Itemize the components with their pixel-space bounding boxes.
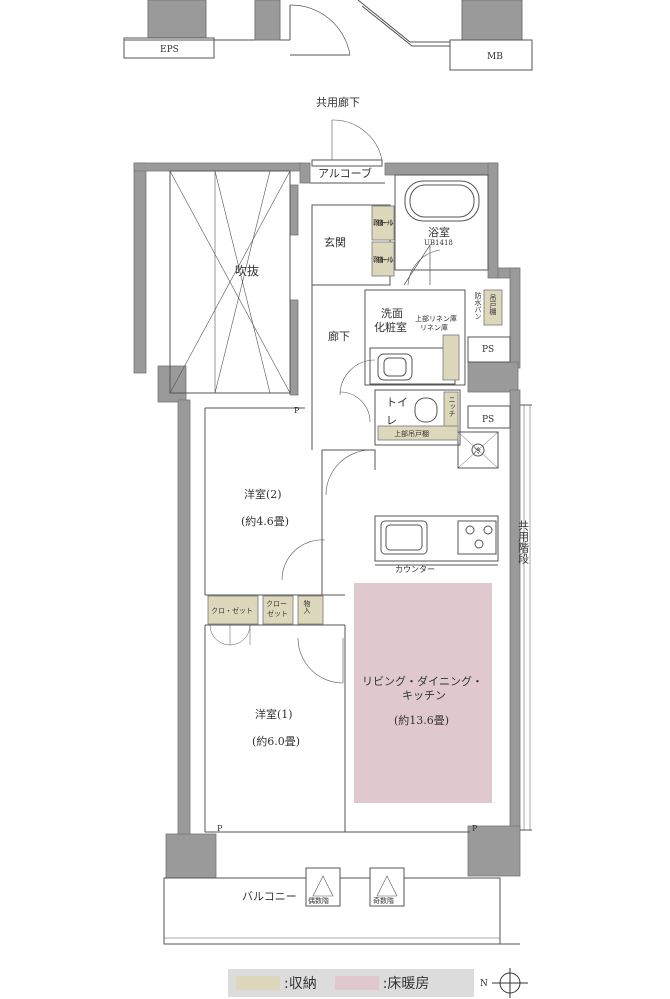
pipe-space-p2: P <box>217 824 223 833</box>
linen-upper-label: 上部リネン庫 <box>415 314 457 323</box>
heating-legend-label: :床暖房 <box>382 976 430 992</box>
ps-label-1: PS <box>482 345 494 355</box>
western2-size-label: (約4.6畳) <box>241 514 289 528</box>
western1-label: 洋室(1) <box>255 707 293 721</box>
hanging-cabinet-label: 吊戸棚 <box>489 294 497 316</box>
mb-label: MB <box>487 52 503 62</box>
ldk-label-1: リビング・ダイニング・ <box>362 674 483 688</box>
hallway-label: 廊下 <box>328 329 350 343</box>
heating-swatch <box>334 976 379 990</box>
waterproof-pan-label: 防水パン <box>474 291 482 320</box>
counter-label: カウンター <box>395 565 435 574</box>
evac-even-label: 偶数階 <box>308 896 329 905</box>
storeroom-label: 物入 <box>303 599 311 614</box>
void-label: 吹抜 <box>235 264 259 278</box>
compass-north-label: N <box>480 979 488 989</box>
storage-fills <box>207 205 503 625</box>
bath-label: 浴室 <box>428 225 450 239</box>
floor-heating-area <box>354 583 492 803</box>
alcove-label: アルコーブ <box>318 166 372 180</box>
eps-label: EPS <box>160 45 179 55</box>
closet-b-label-2: ゼット <box>267 609 288 618</box>
washroom-label-2: 化粧室 <box>374 320 407 334</box>
fridge-label: 冷 <box>474 446 481 455</box>
western1-size-label: (約6.0畳) <box>252 734 300 748</box>
stairs-label: 共用階段 <box>517 520 530 565</box>
walls <box>133 162 521 879</box>
evacuation-hatches <box>305 867 405 907</box>
toilet-label-1: トイ <box>386 396 408 409</box>
ps-label-2: PS <box>482 415 494 425</box>
storage-legend-label: :収納 <box>284 976 317 992</box>
pipe-space-p3: P <box>472 824 478 833</box>
ldk-label-2: キッチン <box>402 689 446 702</box>
shoe-box-1-label: 靴箱(トール) <box>373 218 394 227</box>
closet-b-label-1: クロー <box>266 600 287 608</box>
linen-label: リネン庫 <box>420 323 448 332</box>
interior-lines <box>163 119 532 945</box>
bath-unit-label: UB1418 <box>424 239 453 247</box>
washroom-label-1: 洗面 <box>381 307 403 320</box>
niche-label: ニッチ <box>448 396 456 417</box>
closet-a-label: クロ・ゼット <box>211 606 253 615</box>
ldk-size-label: (約13.6畳) <box>394 713 449 727</box>
toilet-label-2: レ <box>386 414 397 427</box>
shoe-box-2-label: 靴箱(トール) <box>373 255 394 264</box>
top-strip <box>123 0 533 71</box>
entrance-label: 玄関 <box>324 235 346 249</box>
balcony-label: バルコニー <box>242 890 297 903</box>
storage-swatch <box>236 976 280 990</box>
pipe-space-p1: P <box>294 406 300 415</box>
evac-odd-label: 奇数階 <box>373 896 394 905</box>
corridor-label: 共用廊下 <box>316 95 360 109</box>
compass <box>492 968 528 998</box>
upper-hanging-label: 上部吊戸棚 <box>394 429 429 438</box>
western2-label: 洋室(2) <box>244 487 282 501</box>
legend: :収納 :床暖房 <box>228 969 474 997</box>
